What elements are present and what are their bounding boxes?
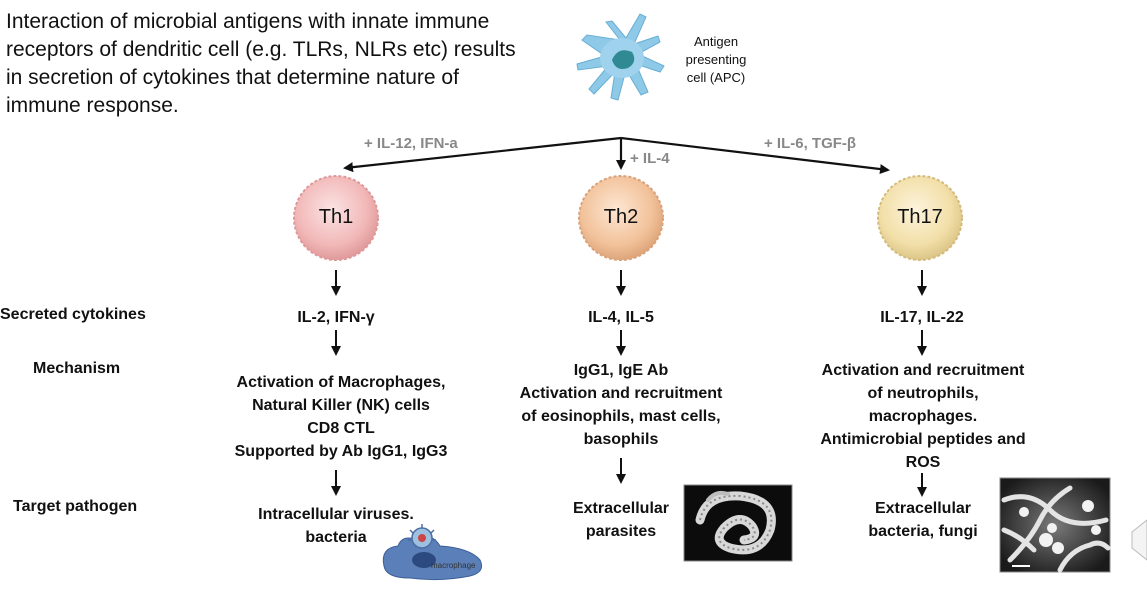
th17-cell-icon <box>877 175 963 261</box>
column-arrows <box>331 270 927 497</box>
th2-mechanism-line: of eosinophils, mast cells, <box>521 408 721 425</box>
macrophage-label: macrophage <box>431 561 476 570</box>
stimulus-th1: + IL-12, IFN-a <box>364 135 458 152</box>
th1-mechanism: Activation of Macrophages, Natural Kille… <box>206 371 476 463</box>
apc-dendritic-cell-icon <box>576 13 665 101</box>
th2-cell-label: Th2 <box>603 206 639 228</box>
th17-cytokines: IL-17, IL-22 <box>880 309 964 326</box>
apc-label: Antigen presenting cell (APC) <box>676 33 756 87</box>
row-label-mechanism: Mechanism <box>33 360 121 377</box>
macrophage-icon <box>382 524 483 581</box>
th17-mechanism-line: Antimicrobial peptides and <box>820 431 1026 448</box>
th17-cell-label: Th17 <box>897 206 943 228</box>
th2-target: Extracellular parasites <box>551 497 691 543</box>
th17-mechanism-line: macrophages. <box>868 408 978 425</box>
th17-target-line: Extracellular <box>874 500 972 517</box>
th2-mechanism-line: IgG1, IgE Ab <box>573 362 669 379</box>
th1-mechanism-line: CD8 CTL <box>307 420 375 437</box>
th1-target-line: Intracellular viruses. <box>258 506 414 523</box>
fungi-micrograph-image <box>999 477 1111 573</box>
branch-arrows <box>343 136 890 175</box>
th2-cytokines: IL-4, IL-5 <box>588 309 654 326</box>
th1-cytokines: IL-2, IFN-γ <box>297 309 375 326</box>
th17-mechanism-line: ROS <box>905 454 941 471</box>
next-slide-arrow-icon[interactable] <box>1131 519 1147 561</box>
row-label-cytokines: Secreted cytokines <box>0 306 146 323</box>
apc-label-line2: presenting <box>685 52 747 67</box>
th17-target: Extracellular bacteria, fungi <box>845 497 1001 543</box>
row-label-target: Target pathogen <box>13 498 138 515</box>
th17-target-line: bacteria, fungi <box>868 523 978 540</box>
th17-mechanism-line: Activation and recruitment <box>821 362 1025 379</box>
th17-mechanism: Activation and recruitment of neutrophil… <box>788 359 1058 474</box>
stimulus-th2: + IL-4 <box>630 150 670 167</box>
th1-target-line: bacteria <box>305 529 367 546</box>
th2-mechanism: IgG1, IgE Ab Activation and recruitment … <box>486 359 756 451</box>
apc-label-line1: Antigen <box>693 34 739 49</box>
stimulus-th17: + IL-6, TGF-β <box>764 135 857 152</box>
th2-target-line: Extracellular <box>572 500 670 517</box>
th1-cell-label: Th1 <box>318 206 354 228</box>
th1-mechanism-line: Supported by Ab IgG1, IgG3 <box>234 443 448 460</box>
th2-target-line: parasites <box>585 523 657 540</box>
th1-target: Intracellular viruses. bacteria <box>226 503 446 549</box>
th17-mechanism-line: of neutrophils, <box>867 385 979 402</box>
th1-mechanism-line: Activation of Macrophages, <box>236 374 446 391</box>
parasite-micrograph-image <box>683 484 793 562</box>
apc-label-line3: cell (APC) <box>686 70 746 85</box>
th2-mechanism-line: Activation and recruitment <box>519 385 723 402</box>
th1-mechanism-line: Natural Killer (NK) cells <box>252 397 430 414</box>
th2-mechanism-line: basophils <box>583 431 659 448</box>
th1-cell-icon <box>293 175 379 261</box>
th2-cell-icon <box>578 175 664 261</box>
intro-text: Interaction of microbial antigens with i… <box>6 10 516 117</box>
